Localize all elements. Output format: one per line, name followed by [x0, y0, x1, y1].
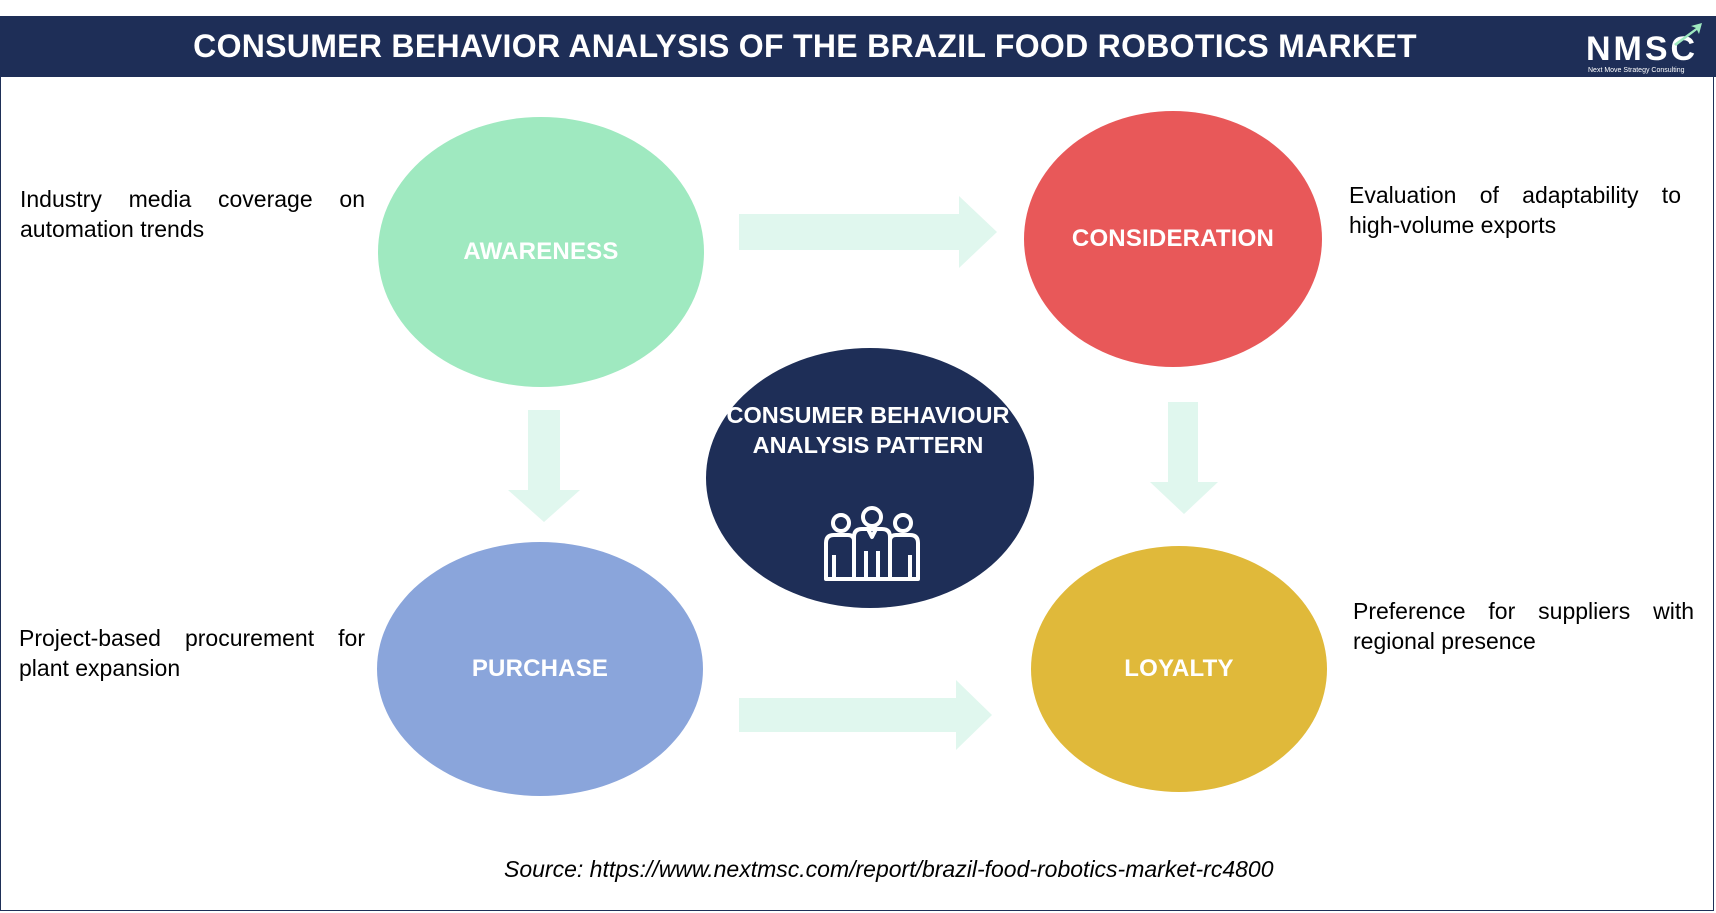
- company-logo: NMSC Next Move Strategy Consulting: [1582, 22, 1706, 76]
- consideration-description: Evaluation of adaptability to high-volum…: [1349, 182, 1681, 238]
- arrow-awareness-to-purchase: [508, 410, 580, 522]
- header-bar: [0, 16, 1716, 77]
- consideration-label: CONSIDERATION: [1071, 225, 1275, 252]
- purchase-label: PURCHASE: [471, 655, 609, 682]
- arrow-awareness-to-consideration: [739, 196, 997, 268]
- awareness-description: Industry media coverage on automation tr…: [20, 186, 365, 242]
- purchase-description: Project-based procurement for plant expa…: [19, 625, 365, 681]
- source-citation: Source: https://www.nextmsc.com/report/b…: [504, 856, 1274, 882]
- awareness-ellipse: AWARENESS: [378, 117, 704, 387]
- logo-text: NMSC: [1586, 30, 1699, 68]
- arrow-purchase-to-loyalty: [739, 680, 992, 750]
- purchase-ellipse: PURCHASE: [377, 542, 703, 796]
- center-title: CONSUMER BEHAVIOUR ANALYSIS PATTERN: [726, 402, 1010, 458]
- people-group-icon: [824, 506, 920, 581]
- logo-subtitle: Next Move Strategy Consulting: [1588, 67, 1685, 74]
- loyalty-ellipse: LOYALTY: [1031, 546, 1327, 792]
- page-title: CONSUMER BEHAVIOR ANALYSIS OF THE BRAZIL…: [193, 28, 1417, 64]
- arrow-consideration-to-loyalty: [1150, 402, 1218, 514]
- logo-arrow-icon: [1674, 23, 1702, 46]
- loyalty-label: LOYALTY: [1124, 655, 1234, 682]
- awareness-label: AWARENESS: [463, 238, 619, 265]
- loyalty-description: Preference for suppliers with regional p…: [1353, 598, 1694, 654]
- consideration-ellipse: CONSIDERATION: [1024, 111, 1322, 367]
